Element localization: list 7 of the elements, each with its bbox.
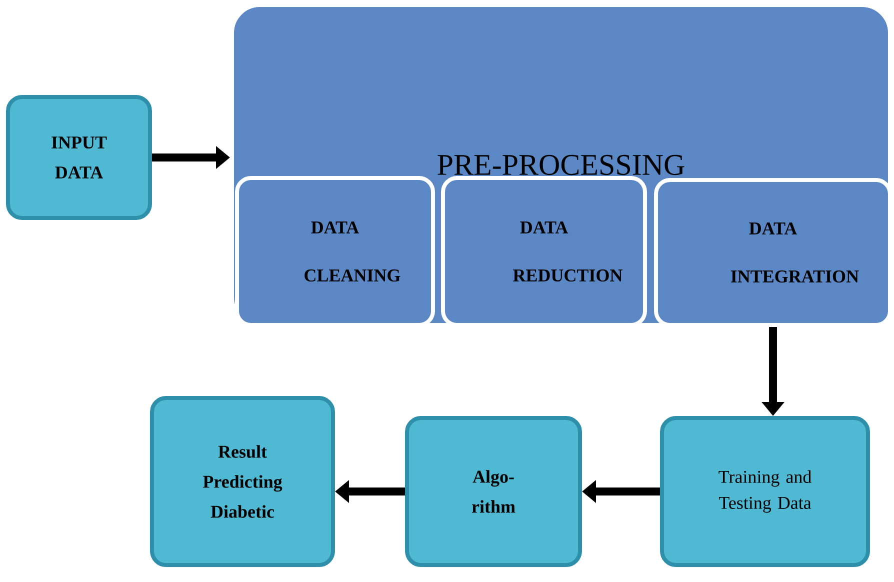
process-box: Training and Testing Data bbox=[660, 416, 870, 567]
process-box: DATA CLEANING bbox=[235, 176, 435, 327]
process-box: DATA REDUCTION bbox=[441, 176, 647, 327]
process-box: INPUT DATA bbox=[6, 95, 152, 220]
process-box: DATA INTEGRATION bbox=[654, 178, 892, 327]
process-box: Result Predicting Diabetic bbox=[150, 396, 335, 567]
process-box: Algo- rithm bbox=[405, 416, 582, 567]
